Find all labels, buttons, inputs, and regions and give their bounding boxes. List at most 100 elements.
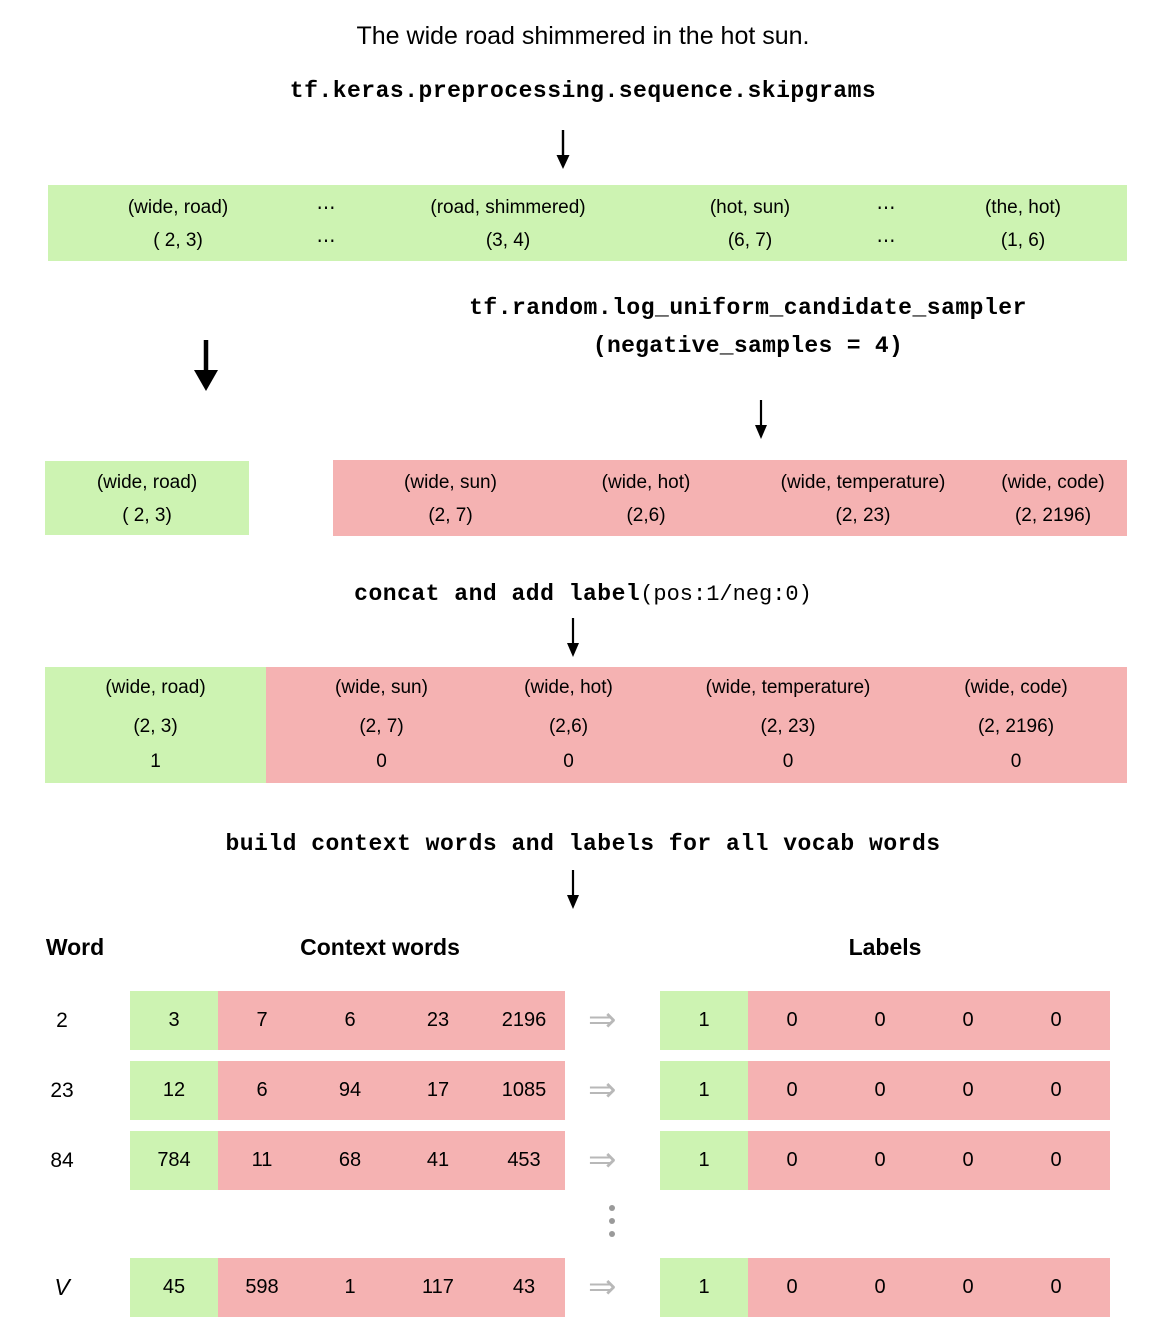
ellipsis-dot-2 [609, 1218, 615, 1224]
row-context-cell-2-0: 784 [157, 1149, 191, 1171]
row-label-negatives-2 [748, 1131, 1110, 1190]
row-label-cell-1-1: 0 [786, 1079, 798, 1101]
skipgram-pair-5: (the, hot) [984, 197, 1062, 218]
row-label-positive-2 [660, 1131, 748, 1190]
row-context-negatives-3 [218, 1258, 565, 1317]
positive-sample-box: (wide, road) ( 2, 3) [45, 461, 249, 535]
row-context-cell-2-1: 11 [251, 1149, 273, 1171]
row-label-negatives-0 [748, 991, 1110, 1050]
table-row: 23 12 6 94 17 1085 ⇒ 1 0 0 0 0 [0, 1061, 1166, 1120]
concat-negative-label-3: 0 [1010, 751, 1022, 772]
row-context-cell-0-2: 6 [344, 1009, 356, 1031]
page-title-sentence: The wide road shimmered in the hot sun. [356, 22, 810, 50]
row-label-negatives-1 [748, 1061, 1110, 1120]
row-label-cell-1-0: 1 [698, 1079, 710, 1101]
row-context-cell-0-1: 7 [256, 1009, 268, 1031]
row-label-cell-3-1: 0 [786, 1276, 798, 1298]
positive-pair: (wide, road) [96, 472, 198, 493]
concat-positive-pair: (wide, road) [105, 677, 206, 698]
concat-step-label: concat and add label(pos:1/neg:0) [0, 581, 1166, 607]
table-header-context: Context words [300, 934, 460, 960]
row-context-cell-3-1: 598 [245, 1276, 279, 1298]
row-word-0: 2 [56, 1009, 68, 1032]
concat-negative-pair-0: (wide, sun) [335, 677, 428, 698]
skipgram-index-2: (3, 4) [485, 230, 531, 251]
negative-pair-0: (wide, sun) [404, 472, 497, 493]
table-header-labels: Labels [848, 934, 922, 960]
row-label-cell-2-1: 0 [786, 1149, 798, 1171]
concat-negative-cells: (wide, sun) (2, 7) 0 (wide, hot) (2,6) 0… [266, 667, 1127, 783]
row-arrow-icon-0: ⇒ [588, 1000, 617, 1040]
table-row: 2 3 7 6 23 2196 ⇒ 1 0 0 0 0 [0, 991, 1166, 1050]
row-label-cell-3-4: 0 [1050, 1276, 1062, 1298]
row-label-positive-3 [660, 1258, 748, 1317]
skipgram-index-0: ( 2, 3) [153, 230, 203, 251]
row-label-cell-1-3: 0 [962, 1079, 974, 1101]
negative-index-2: (2, 23) [835, 505, 891, 526]
concat-note-text: (pos:1/neg:0) [640, 582, 812, 607]
negative-index-3: (2, 2196) [1014, 505, 1092, 526]
row-context-cell-0-4: 2196 [501, 1009, 547, 1031]
build-step-label: build context words and labels for all v… [225, 831, 941, 857]
row-label-positive-0 [660, 991, 748, 1050]
row-label-cell-3-0: 1 [698, 1276, 710, 1298]
row-context-positive-0 [130, 991, 218, 1050]
row-context-positive-3 [130, 1258, 218, 1317]
negative-pair-1: (wide, hot) [601, 472, 691, 493]
negative-samples-box: (wide, sun) (2, 7) (wide, hot) (2,6) (wi… [333, 460, 1127, 536]
concat-negative-label-2: 0 [782, 751, 794, 772]
sampler-args-label: (negative_samples = 4) [592, 333, 904, 359]
row-label-cell-2-4: 0 [1050, 1149, 1062, 1171]
ellipsis-dot-1 [609, 1205, 615, 1211]
row-arrow-icon-3: ⇒ [588, 1267, 617, 1307]
row-context-cell-0-3: 23 [426, 1009, 450, 1031]
negative-index-1: (2,6) [626, 505, 666, 526]
row-context-cell-2-4: 453 [507, 1149, 541, 1171]
skipgram-index-5: (1, 6) [1000, 230, 1046, 251]
row-label-cell-1-4: 0 [1050, 1079, 1062, 1101]
table-header-word: Word [45, 934, 105, 960]
row-context-negatives-1 [218, 1061, 565, 1120]
arrow-down-icon-5 [567, 870, 579, 909]
row-label-cell-2-3: 0 [962, 1149, 974, 1171]
arrow-down-icon-2 [194, 340, 218, 391]
skipgram-index-1: ⋯ [316, 231, 338, 252]
row-label-cell-0-3: 0 [962, 1009, 974, 1031]
row-word-3: V [54, 1274, 70, 1300]
concat-negative-label-1: 0 [563, 751, 574, 772]
row-context-negatives-2 [218, 1131, 565, 1190]
row-label-cell-0-2: 0 [874, 1009, 886, 1031]
positive-index: ( 2, 3) [122, 505, 172, 526]
skipgram-pair-4: ⋯ [876, 198, 898, 219]
row-context-cell-2-3: 41 [426, 1149, 450, 1171]
row-context-cell-1-0: 12 [162, 1079, 186, 1101]
concat-positive-cell: (wide, road) (2, 3) 1 [45, 667, 266, 783]
skipgram-index-4: ⋯ [876, 231, 898, 252]
table-ellipsis [609, 1205, 617, 1239]
arrow-down-icon-3 [755, 400, 767, 439]
row-label-cell-0-1: 0 [786, 1009, 798, 1031]
concat-label-text: concat and add label [354, 581, 641, 607]
row-label-cell-2-0: 1 [698, 1149, 710, 1171]
concat-positive-index: (2, 3) [133, 716, 178, 737]
row-label-cell-1-2: 0 [874, 1079, 886, 1101]
row-context-cell-1-3: 17 [426, 1079, 450, 1101]
skipgram-pair-3: (hot, sun) [709, 197, 791, 218]
negative-pair-2: (wide, temperature) [780, 472, 946, 493]
concat-negative-pair-1: (wide, hot) [524, 677, 613, 698]
row-context-positive-2 [130, 1131, 218, 1190]
row-label-cell-2-2: 0 [874, 1149, 886, 1171]
skipgram-pairs-band: (wide, road) ( 2, 3) ⋯ ⋯ (road, shimmere… [48, 185, 1127, 261]
arrow-down-icon-4 [567, 618, 579, 657]
row-context-cell-1-1: 6 [256, 1079, 268, 1101]
skipgram-pair-1: ⋯ [316, 198, 338, 219]
sampler-api-label: tf.random.log_uniform_candidate_sampler [469, 295, 1027, 321]
concat-negative-label-0: 0 [376, 751, 387, 772]
row-word-2: 84 [50, 1149, 74, 1172]
row-label-cell-3-2: 0 [874, 1276, 886, 1298]
concat-negative-index-2: (2, 23) [760, 716, 816, 737]
row-label-cell-3-3: 0 [962, 1276, 974, 1298]
skipgram-pair-0: (wide, road) [127, 197, 229, 218]
concat-negative-index-3: (2, 2196) [977, 716, 1055, 737]
row-label-negatives-3 [748, 1258, 1110, 1317]
